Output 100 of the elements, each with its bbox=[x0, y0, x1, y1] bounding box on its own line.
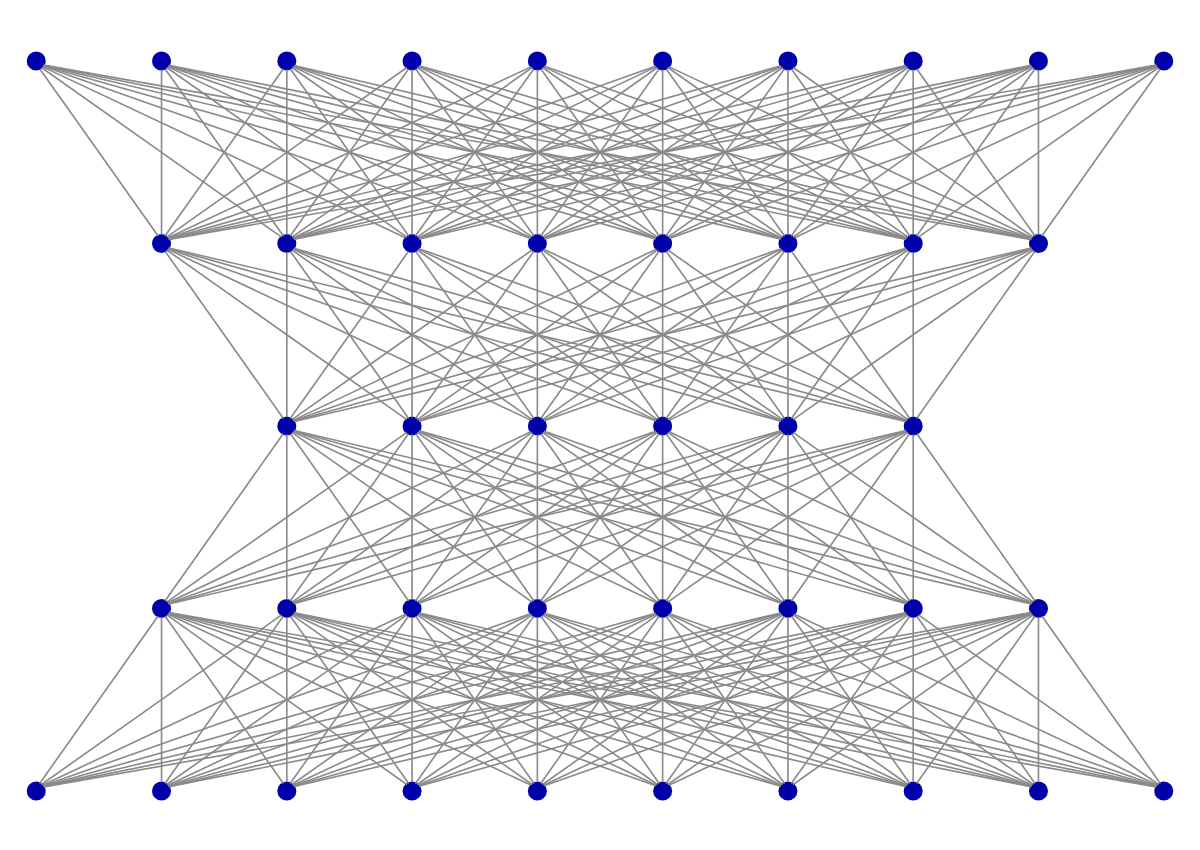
connector bbox=[543, 64, 1033, 239]
connector bbox=[661, 432, 664, 600]
connector bbox=[42, 611, 657, 787]
connector bbox=[291, 613, 533, 785]
node-circle bbox=[903, 233, 923, 253]
connector bbox=[411, 615, 413, 782]
node-circle bbox=[277, 415, 297, 435]
connector bbox=[787, 615, 789, 782]
connector bbox=[668, 611, 1158, 786]
connector bbox=[790, 432, 911, 601]
connector bbox=[543, 429, 1033, 604]
connector bbox=[411, 250, 413, 417]
connector bbox=[787, 432, 789, 600]
connector bbox=[167, 246, 782, 422]
connector bbox=[915, 249, 1036, 419]
connector bbox=[40, 65, 283, 237]
connector bbox=[916, 432, 1036, 601]
connector bbox=[668, 65, 1033, 238]
connector bbox=[416, 430, 659, 602]
connector bbox=[167, 246, 657, 421]
connector bbox=[667, 65, 909, 237]
node-circle bbox=[26, 50, 46, 70]
connector bbox=[417, 612, 783, 785]
node-circle bbox=[1028, 780, 1048, 800]
connector bbox=[668, 247, 1033, 420]
connector bbox=[1041, 67, 1161, 236]
connector bbox=[792, 248, 1035, 420]
connector bbox=[536, 67, 539, 235]
node-circle bbox=[1028, 50, 1048, 70]
node-circle bbox=[152, 233, 172, 253]
connector bbox=[787, 250, 789, 417]
connector bbox=[414, 614, 535, 784]
connector bbox=[293, 246, 1032, 422]
connector bbox=[543, 246, 1033, 421]
connector bbox=[543, 612, 908, 785]
connector bbox=[291, 65, 533, 237]
connector bbox=[787, 67, 789, 235]
connector bbox=[418, 611, 1158, 787]
connector bbox=[165, 613, 408, 785]
connector bbox=[536, 615, 539, 782]
connector bbox=[416, 613, 659, 785]
connector bbox=[543, 247, 908, 420]
node-circle bbox=[653, 597, 673, 617]
node-circle bbox=[152, 780, 172, 800]
connector bbox=[164, 432, 284, 601]
connector bbox=[665, 249, 786, 419]
connector bbox=[160, 615, 163, 782]
connector bbox=[418, 63, 1033, 239]
connector bbox=[417, 247, 783, 420]
connector bbox=[292, 65, 657, 238]
connector bbox=[286, 615, 288, 782]
node-circle bbox=[778, 597, 798, 617]
node-circle bbox=[778, 233, 798, 253]
connector bbox=[792, 613, 1035, 785]
connector bbox=[536, 250, 539, 417]
connector bbox=[917, 65, 1160, 237]
node-circle bbox=[778, 415, 798, 435]
connector bbox=[42, 63, 657, 239]
node-circle bbox=[402, 597, 422, 617]
node-circle bbox=[653, 780, 673, 800]
connector bbox=[1041, 614, 1162, 784]
connector bbox=[38, 614, 159, 784]
connector bbox=[168, 246, 907, 422]
connector bbox=[912, 432, 914, 600]
connector bbox=[286, 250, 288, 417]
connector bbox=[416, 65, 659, 237]
node-circle bbox=[1154, 780, 1174, 800]
connector bbox=[543, 430, 908, 603]
node-circle bbox=[653, 415, 673, 435]
node-circle bbox=[277, 780, 297, 800]
node-circle bbox=[277, 233, 297, 253]
connector bbox=[167, 430, 532, 603]
connector bbox=[292, 247, 657, 420]
node-circle bbox=[903, 415, 923, 435]
connector bbox=[543, 611, 1033, 786]
connector bbox=[167, 247, 532, 420]
connector bbox=[418, 63, 1158, 239]
connector bbox=[668, 430, 1033, 603]
connector bbox=[286, 432, 288, 600]
connector bbox=[289, 67, 410, 236]
connector bbox=[418, 428, 1033, 604]
node-circle bbox=[152, 50, 172, 70]
connector bbox=[792, 65, 1035, 237]
connector bbox=[291, 248, 533, 420]
connector bbox=[167, 64, 657, 239]
connector bbox=[165, 65, 408, 237]
connector bbox=[661, 250, 664, 417]
connector bbox=[414, 432, 535, 601]
connector bbox=[417, 65, 783, 238]
connector bbox=[42, 611, 782, 787]
connector bbox=[665, 432, 786, 601]
connector bbox=[541, 613, 784, 785]
connector bbox=[42, 63, 782, 239]
connector bbox=[42, 612, 407, 785]
connector bbox=[167, 63, 782, 239]
connector bbox=[417, 430, 783, 603]
connector bbox=[289, 249, 410, 419]
connector bbox=[167, 429, 657, 604]
connector bbox=[418, 246, 1033, 422]
connector bbox=[168, 428, 907, 604]
